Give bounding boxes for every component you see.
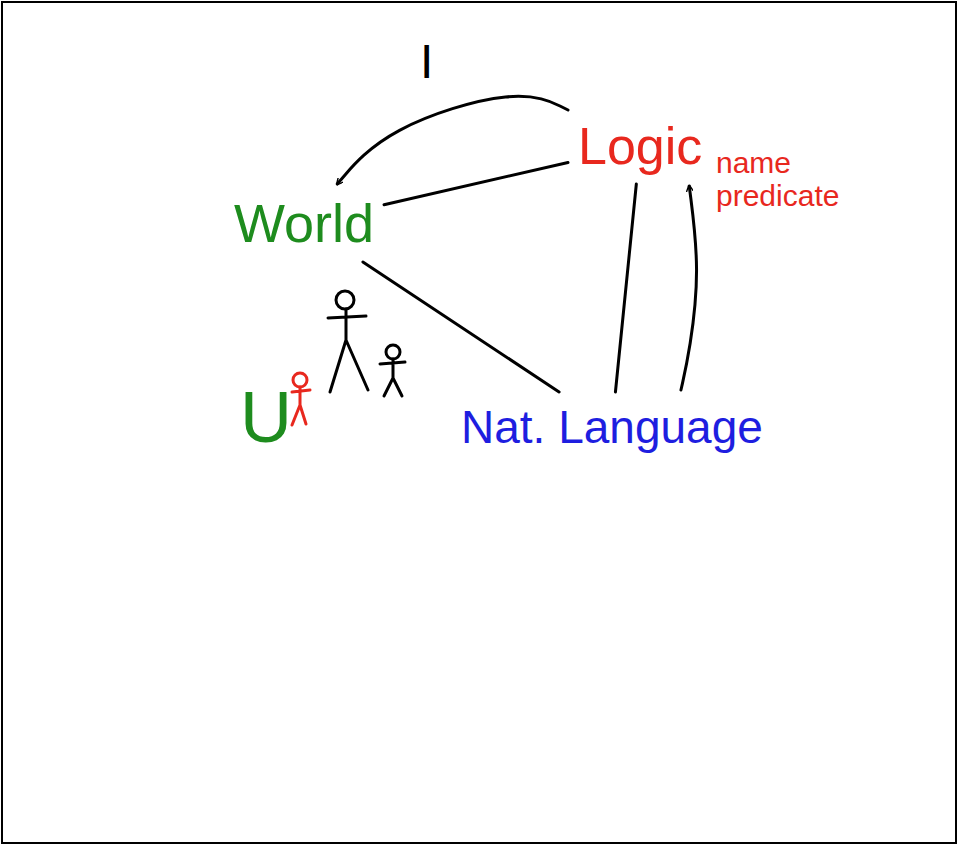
logic-label: Logic: [578, 118, 702, 175]
universe-symbol: U: [240, 378, 300, 457]
small-figure: [380, 345, 405, 396]
large-figure: [328, 291, 368, 392]
triangle-side: [384, 163, 568, 205]
triangle-side: [363, 262, 559, 392]
text-node: Logic: [572, 112, 708, 180]
annotation: name predicate: [716, 146, 856, 212]
language-label: Nat. Language: [461, 402, 763, 453]
red-figure: [292, 373, 310, 425]
edge-label: I: [416, 36, 437, 89]
text-node: Nat. Language: [455, 396, 769, 458]
translation-arrow: [681, 186, 697, 390]
world-label: World: [234, 194, 374, 253]
triangle-side: [615, 184, 636, 392]
stick-figures: [292, 291, 405, 425]
text-node: World: [228, 188, 380, 258]
